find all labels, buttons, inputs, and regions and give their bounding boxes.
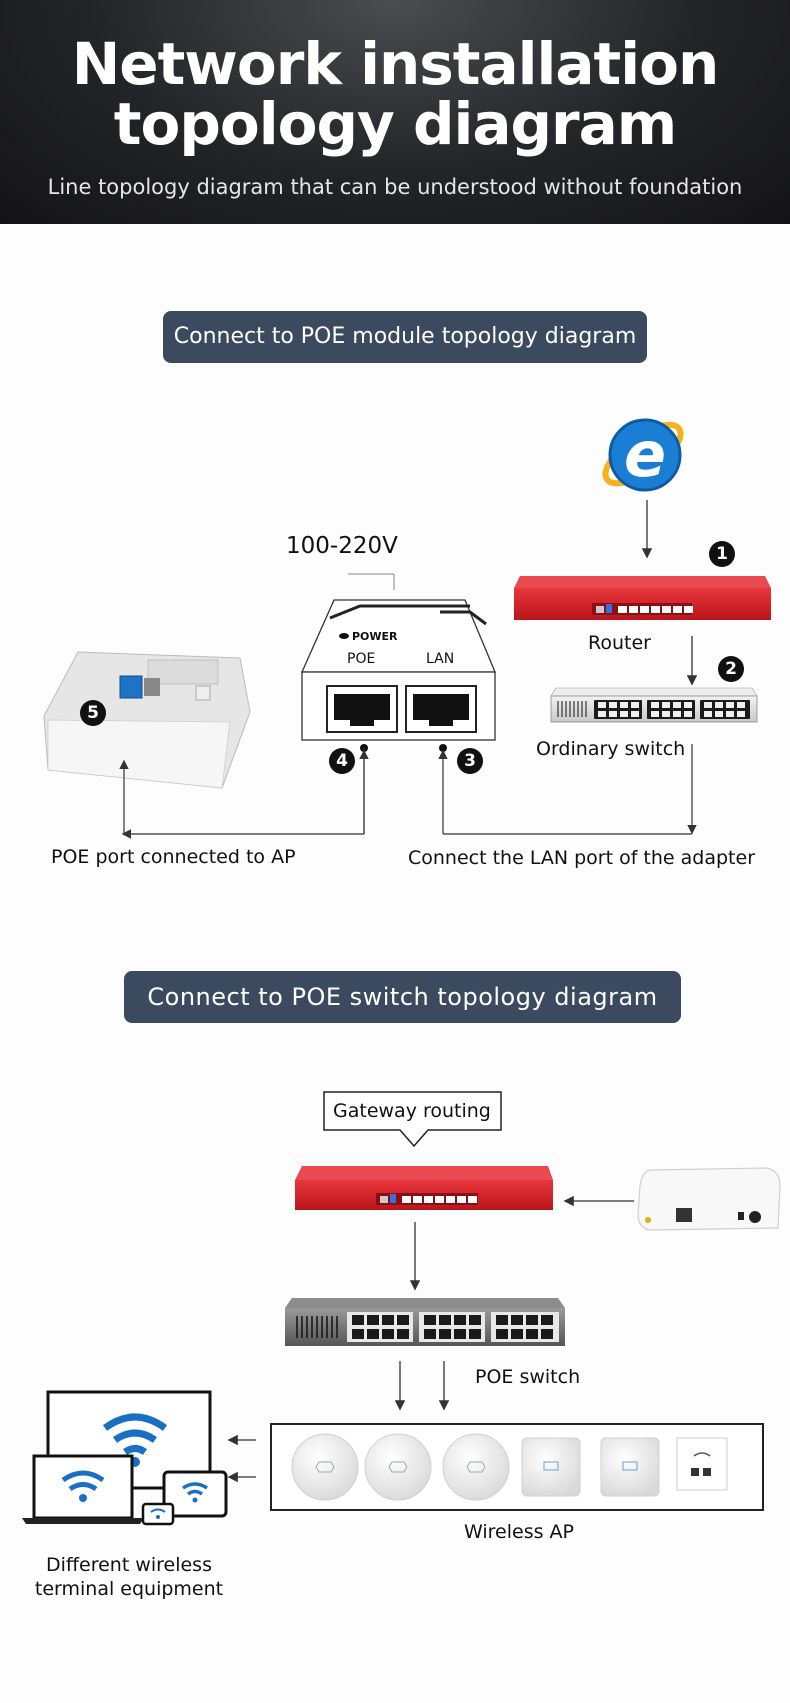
router-label: Router — [588, 632, 651, 654]
wifi-icon — [61, 1470, 105, 1502]
gateway-callout — [323, 1091, 502, 1148]
poe-to-ap-caption: POE port connected to AP — [51, 846, 296, 868]
page-title: Network installation topology diagram — [0, 34, 790, 154]
terminal-label-line-2: terminal equipment — [34, 1578, 224, 1600]
poe-switch-label: POE switch — [475, 1366, 581, 1388]
marker-4: 4 — [329, 748, 355, 774]
marker-1: 1 — [709, 541, 735, 567]
lan-port-caption: Connect the LAN port of the adapter — [408, 847, 756, 869]
svg-text:e: e — [624, 418, 666, 491]
adapter-power-label: POWER — [352, 630, 398, 643]
ceiling-ap-2 — [364, 1433, 432, 1501]
ceiling-ap-3 — [442, 1433, 510, 1501]
ordinary-switch-label: Ordinary switch — [536, 738, 686, 760]
marker-5: 5 — [80, 700, 106, 726]
terminal-label-line-1: Different wireless — [46, 1554, 212, 1576]
ceiling-ap-1 — [291, 1433, 359, 1501]
ordinary-switch-device — [550, 687, 758, 723]
gateway-router-device — [295, 1166, 553, 1210]
title-line-1: Network installation — [71, 30, 720, 98]
marker-2: 2 — [718, 656, 744, 682]
wireless-ap-label: Wireless AP — [464, 1521, 574, 1543]
adapter-lan-label: LAN — [426, 651, 455, 667]
voltage-label: 100-220V — [286, 533, 398, 559]
title-line-2: topology diagram — [113, 90, 677, 158]
poe-switch-device — [285, 1298, 565, 1346]
page-subtitle: Line topology diagram that can be unders… — [47, 175, 743, 199]
internet-explorer-icon: e — [602, 418, 684, 492]
wall-ap-1 — [521, 1437, 581, 1497]
header-banner — [0, 0, 790, 224]
section2-heading: Connect to POE switch topology diagram — [124, 971, 681, 1023]
modem-device — [637, 1167, 781, 1231]
marker-3: 3 — [457, 748, 483, 774]
wall-ap-3 — [676, 1437, 728, 1491]
adapter-poe-label: POE — [347, 651, 376, 667]
poe-adapter-device — [300, 573, 496, 752]
wifi-icon — [182, 1482, 208, 1503]
router-device — [514, 576, 771, 620]
terminal-devices — [22, 1390, 228, 1526]
section1-heading: Connect to POE module topology diagram — [163, 311, 647, 363]
wifi-icon — [150, 1508, 166, 1519]
wall-ap-2 — [600, 1437, 660, 1497]
panel-ap-device — [43, 651, 251, 789]
gateway-routing-label: Gateway routing — [333, 1100, 491, 1122]
terminal-equipment-label: Different wireless terminal equipment — [20, 1553, 238, 1601]
